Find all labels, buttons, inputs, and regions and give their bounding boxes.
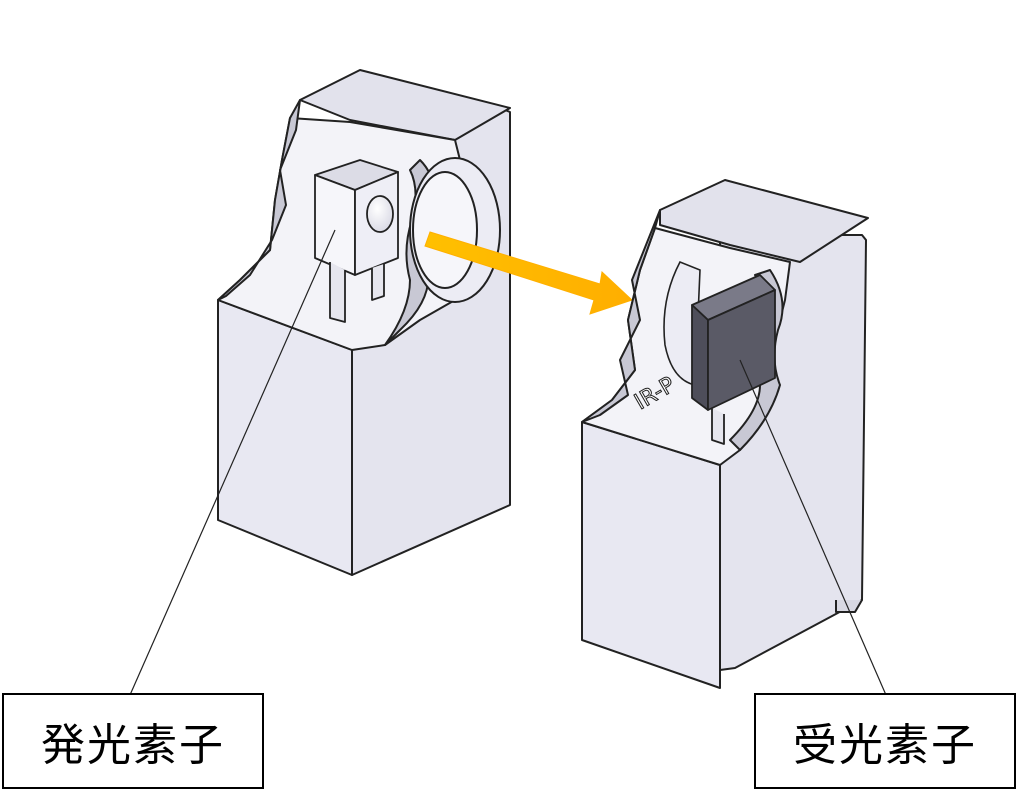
light-path-arrow (424, 231, 633, 315)
receiver-housing-top (659, 179, 869, 263)
led-dome (366, 195, 394, 233)
receiver-label: 受光素子 (793, 720, 977, 771)
emitter-leader-line (129, 229, 336, 696)
receiver-cut-edge (581, 209, 661, 423)
emitter-cut-edge (217, 99, 301, 301)
receiver-leader-line (739, 359, 887, 696)
receiver-label-box: 受光素子 (754, 693, 1016, 789)
emitter-housing-top (299, 69, 511, 141)
receiver-lens (663, 260, 701, 386)
receiver-housing-front (581, 421, 721, 689)
receiver-element (691, 274, 776, 445)
receiver-housing (581, 179, 869, 689)
emitter-label-box: 発光素子 (2, 693, 264, 789)
emitter-housing (217, 69, 511, 576)
emitter-element (314, 159, 399, 323)
emitter-label: 発光素子 (41, 720, 225, 771)
emitter-lens (409, 157, 501, 303)
